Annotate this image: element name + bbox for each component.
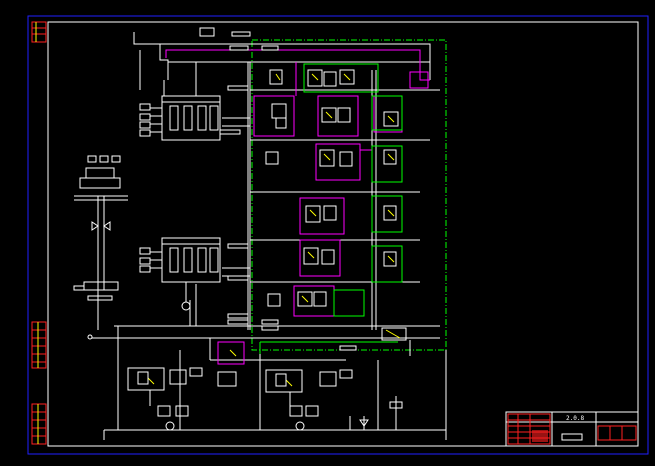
main-piping bbox=[92, 32, 447, 440]
pump-station-right bbox=[265, 369, 353, 431]
outer-frame bbox=[27, 15, 649, 455]
control-lines-magenta bbox=[165, 49, 430, 365]
cylinder-assembly-upper bbox=[139, 95, 221, 141]
component-label-plates bbox=[73, 27, 357, 351]
cylinder-assembly-lower bbox=[139, 237, 221, 311]
title-block-code: 2.0.8 bbox=[566, 415, 584, 422]
control-block-boundary bbox=[251, 39, 447, 351]
valve-accents-yellow bbox=[147, 73, 401, 387]
control-valve-array bbox=[265, 69, 407, 341]
pump-station-left bbox=[127, 367, 237, 431]
left-tower-assembly bbox=[74, 155, 128, 340]
valve-groups-green bbox=[259, 63, 403, 354]
left-binding-strip bbox=[31, 21, 49, 446]
title-block bbox=[505, 411, 639, 447]
accessory-symbols bbox=[349, 396, 403, 430]
